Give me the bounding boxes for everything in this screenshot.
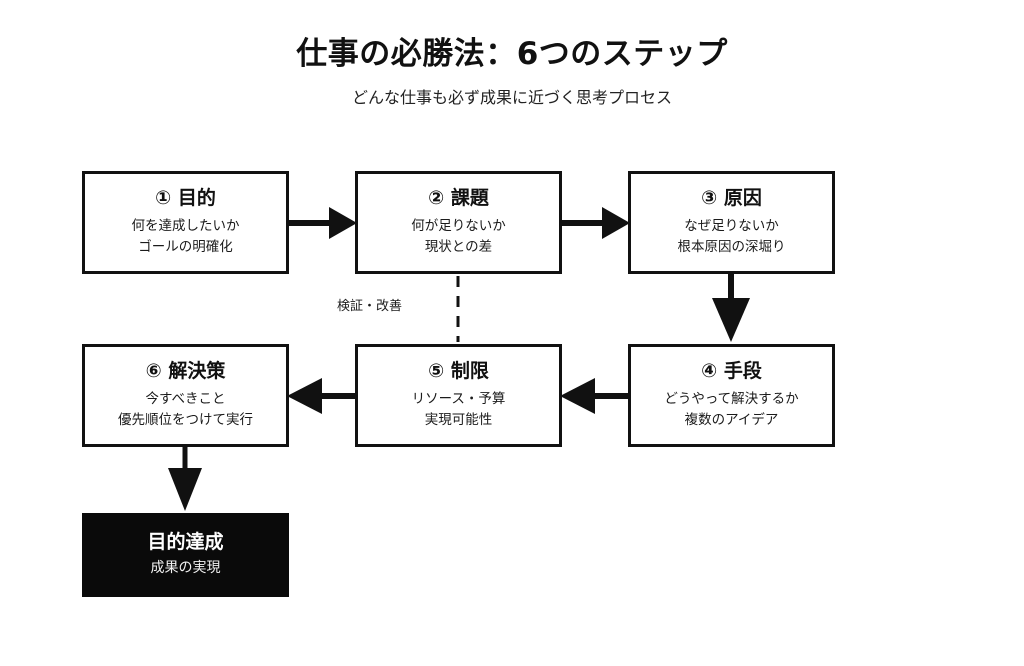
node-detail-line-1: 成果の実現 — [150, 559, 221, 576]
flow-node-step-2[interactable]: ② 課題 何が足りないか 現状との差 — [355, 171, 562, 274]
node-detail-line-1: リソース・予算 — [411, 391, 506, 408]
connector-step2-step3 — [562, 207, 630, 239]
flow-node-step-3[interactable]: ③ 原因 なぜ足りないか 根本原因の深堀り — [628, 171, 835, 274]
node-title: ⑤ 制限 — [428, 359, 489, 382]
node-title: ② 課題 — [428, 186, 489, 209]
flow-node-step-4[interactable]: ④ 手段 どうやって解決するか 複数のアイデア — [628, 344, 835, 447]
connector-step6-goal — [168, 447, 202, 511]
node-detail-line-1: 何が足りないか — [411, 218, 506, 235]
node-detail-line-2: 複数のアイデア — [684, 412, 779, 429]
node-detail-line-2: 現状との差 — [424, 239, 493, 256]
node-title: ⑥ 解決策 — [145, 359, 226, 382]
node-title: ④ 手段 — [701, 359, 762, 382]
node-detail-line-2: ゴールの明確化 — [138, 239, 233, 256]
flow-node-goal[interactable]: 目的達成 成果の実現 — [82, 513, 289, 597]
connector-step5-step6 — [287, 378, 355, 414]
node-detail-line-1: なぜ足りないか — [684, 218, 779, 235]
node-detail-line-2: 優先順位をつけて実行 — [118, 412, 253, 429]
flow-node-step-1[interactable]: ① 目的 何を達成したいか ゴールの明確化 — [82, 171, 289, 274]
node-title: 目的達成 — [147, 530, 224, 553]
flow-node-step-6[interactable]: ⑥ 解決策 今すべきこと 優先順位をつけて実行 — [82, 344, 289, 447]
connector-step4-step5 — [560, 378, 628, 414]
node-detail-line-2: 実現可能性 — [424, 412, 493, 429]
page-subtitle: どんな仕事も必ず成果に近づく思考プロセス — [351, 88, 672, 107]
connector-step3-step4 — [712, 274, 750, 342]
node-detail-line-1: どうやって解決するか — [664, 391, 799, 408]
page-title: 仕事の必勝法：6つのステップ — [296, 36, 728, 72]
node-detail-line-1: 何を達成したいか — [131, 218, 240, 235]
node-detail-line-1: 今すべきこと — [145, 391, 226, 408]
connector-step1-step2 — [289, 207, 357, 239]
node-title: ③ 原因 — [701, 186, 762, 209]
feedback-label: 検証・改善 — [337, 299, 403, 314]
flow-node-step-5[interactable]: ⑤ 制限 リソース・予算 実現可能性 — [355, 344, 562, 447]
node-title: ① 目的 — [155, 186, 216, 209]
node-detail-line-2: 根本原因の深堀り — [677, 239, 786, 256]
